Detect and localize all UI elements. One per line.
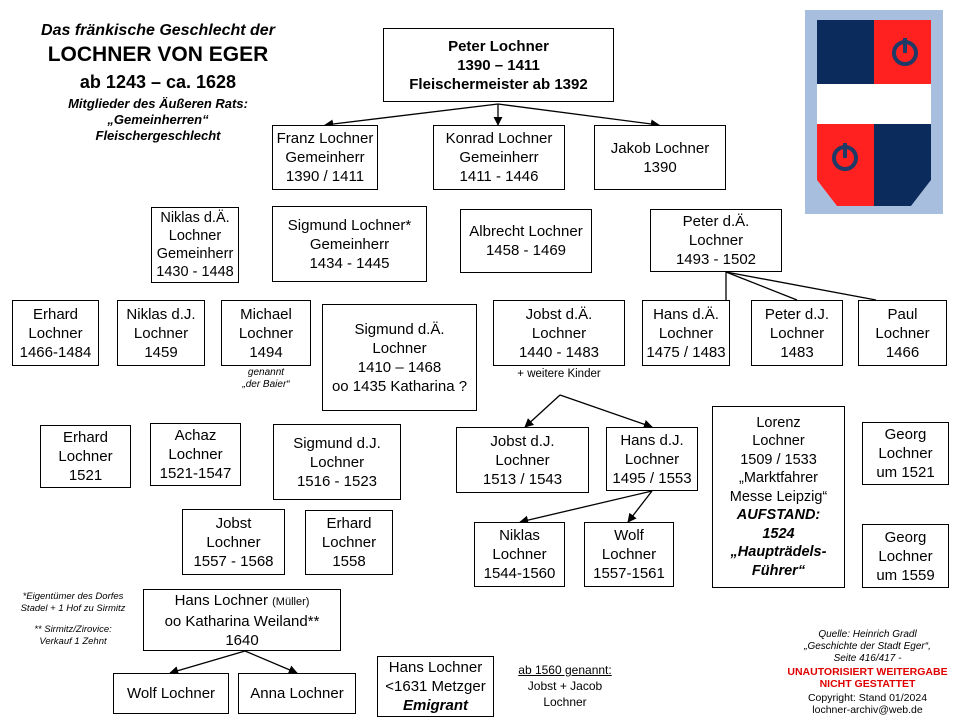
title-line-1: Das fränkische Geschlecht der <box>41 22 275 39</box>
person-wolf-lochner: Wolf Lochner <box>113 673 229 714</box>
person-anna-lochner: Anna Lochner <box>238 673 356 714</box>
michael-nickname: genannt„der Baier“ <box>242 367 290 390</box>
ab-1560-note: ab 1560 genannt: Jobst + Jacob Lochner <box>518 663 612 709</box>
arrow-peter-jakob <box>497 103 660 129</box>
arrow-jobst-jobst-j <box>524 394 561 428</box>
arrow-peter-franz <box>324 103 499 129</box>
coat-of-arms-icon <box>805 10 943 214</box>
line-peter-ae-paul <box>725 271 877 301</box>
arrow-hans-j-wolf <box>627 490 653 523</box>
arrow-jobst-hans-j <box>559 394 653 429</box>
title-block: Das fränkische Geschlecht der LOCHNER VO… <box>8 22 308 144</box>
copyright-note: Copyright: Stand 01/2024 lochner-archiv@… <box>807 692 928 716</box>
line-peter-ae-peter-j <box>725 271 798 301</box>
arrow-hans-j-niklas <box>519 490 653 525</box>
title-line-4: Mitglieder des Äußeren Rats: <box>68 96 248 111</box>
person-hans-metzger: Hans Lochner <1631 Metzger Emigrant <box>377 656 494 717</box>
person-hans-mueller: Hans Lochner (Müller) oo Katharina Weila… <box>143 589 341 651</box>
arrow-hans-anna <box>244 650 298 674</box>
title-line-6: Fleischergeschlecht <box>95 128 221 143</box>
title-line-3: ab 1243 – ca. 1628 <box>79 72 237 92</box>
person-lorenz: Lorenz Lochner 1509 / 1533 „Marktfahrer … <box>712 406 845 588</box>
source-note: Quelle: Heinrich Gradl „Geschichte der S… <box>804 629 931 664</box>
footnote-sirmitz: ** Sirmitz/Zirovice:Verkauf 1 Zehnt <box>34 624 112 647</box>
title-line-2: LOCHNER VON EGER <box>47 43 269 66</box>
title-line-5: „Gemeinherren“ <box>107 112 209 127</box>
weitere-kinder-note: + weitere Kinder <box>517 368 601 380</box>
arrow-hans-wolf <box>169 650 246 676</box>
warning-note: UNAUTORISIERT WEITERGABE NICHT GESTATTET <box>787 666 948 690</box>
